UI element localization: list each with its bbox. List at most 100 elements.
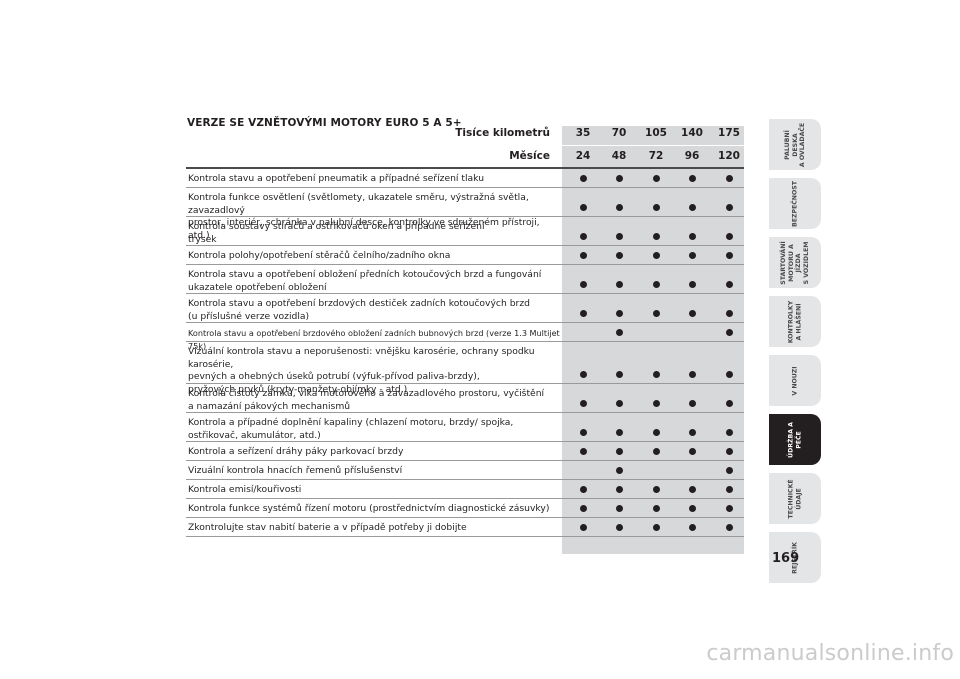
km-header-label: Tisíce kilometrů [455,127,550,139]
check-dot [652,252,660,259]
page-title: VERZE SE VZNĚTOVÝMI MOTORY EURO 5 A 5+ [187,117,462,129]
check-dot [615,400,623,407]
month-interval: 48 [611,150,627,162]
table-row: Kontrola a seřízení dráhy páky parkovací… [186,442,744,461]
header-separator [562,145,744,146]
page-number: 169 [772,551,800,566]
month-interval: 24 [575,150,591,162]
check-dot [725,310,733,317]
chapter-tab-label: ÚDRŽBA A PÉČE [787,421,803,458]
check-dot [579,505,587,512]
table-row: Kontrola čistoty zámků, víka motorového … [186,384,744,413]
chapter-tab[interactable]: REJSTŘÍK [769,532,821,583]
chapter-tab[interactable]: V NOUZI [769,355,821,406]
chapter-tab[interactable]: BEZPEČNOST [769,178,821,229]
check-dot [725,233,733,240]
check-dot [688,252,696,259]
row-description: Kontrola čistoty zámků, víka motorového … [188,388,545,412]
check-dot [725,429,733,436]
check-dot [725,505,733,512]
interval-columns-band [562,126,744,554]
row-description: Kontrola stavu a opotřebení brzdových de… [188,298,530,322]
chapter-tab-label: V NOUZI [791,365,799,396]
chapter-tab[interactable]: PALUBNÍ DESKA A OVLADAČE [769,119,821,170]
km-interval: 35 [575,127,591,139]
check-dot [579,252,587,259]
check-dot [615,204,623,211]
check-dot [652,400,660,407]
check-dot [652,175,660,182]
check-dot [688,524,696,531]
table-row: Vizuální kontrola stavu a neporušenosti:… [186,342,744,395]
check-dot [579,233,587,240]
check-dot [652,310,660,317]
chapter-tab-label: TECHNICKÉ ÚDAJE [787,478,803,519]
chapter-tab[interactable]: KONTROLKY A HLÁŠENÍ [769,296,821,347]
table-row: Kontrola a případné doplnění kapaliny (c… [186,413,744,442]
check-dot [688,429,696,436]
chapter-tab[interactable]: STARTOVÁNÍ MOTORU A JÍZDA S VOZIDLEM [769,237,821,288]
check-dot [725,252,733,259]
check-dot [579,281,587,288]
check-dot [725,486,733,493]
watermark: carmanualsonline.info [706,641,954,666]
header-rule [186,167,744,169]
month-interval: 120 [718,150,740,162]
check-dot [579,448,587,455]
chapter-tab-label: BEZPEČNOST [791,180,799,227]
check-dot [725,448,733,455]
check-dot [652,448,660,455]
row-description: Kontrola stavu a opotřebení obložení pře… [188,269,542,293]
table-row: Kontrola emisí/kouřivosti [186,480,744,499]
row-description: Kontrola emisí/kouřivosti [188,484,302,495]
km-interval: 140 [681,127,703,139]
check-dot [688,310,696,317]
check-dot [652,486,660,493]
check-dot [725,400,733,407]
check-dot [615,281,623,288]
check-dot [688,281,696,288]
table-row: Kontrola funkce osvětlení (světlomety, u… [186,188,744,241]
km-interval: 105 [645,127,667,139]
check-dot [652,505,660,512]
check-dot [652,371,660,378]
check-dot [652,524,660,531]
km-interval: 175 [718,127,740,139]
check-dot [688,505,696,512]
row-description: Kontrola stavu a opotřebení pneumatik a … [188,173,485,184]
table-row: Kontrola stavu a opotřebení obložení pře… [186,265,744,294]
check-dot [725,371,733,378]
check-dot [615,429,623,436]
check-dot [579,204,587,211]
check-dot [579,486,587,493]
chapter-tab-label: KONTROLKY A HLÁŠENÍ [787,300,803,343]
row-description: Kontrola soustavy stíračů a ostřikovačů … [188,221,485,245]
check-dot [615,448,623,455]
check-dot [725,204,733,211]
chapter-tab[interactable]: ÚDRŽBA A PÉČE [769,414,821,465]
check-dot [652,281,660,288]
chapter-tab[interactable]: TECHNICKÉ ÚDAJE [769,473,821,524]
check-dot [615,233,623,240]
row-description: Kontrola stavu a opotřebení brzdového ob… [188,328,560,351]
check-dot [579,400,587,407]
maintenance-table: Kontrola stavu a opotřebení pneumatik a … [186,169,744,537]
check-dot [615,505,623,512]
check-dot [725,281,733,288]
table-row: Kontrola stavu a opotřebení pneumatik a … [186,169,744,188]
check-dot [688,448,696,455]
check-dot [579,371,587,378]
check-dot [615,252,623,259]
month-interval: 96 [684,150,700,162]
months-header-label: Měsíce [509,150,550,162]
row-description: Vizuální kontrola hnacích řemenů přísluš… [188,465,403,476]
row-description: Kontrola funkce systémů řízení motoru (p… [188,503,550,514]
check-dot [615,310,623,317]
table-row: Vizuální kontrola hnacích řemenů přísluš… [186,461,744,480]
check-dot [688,400,696,407]
row-description: Kontrola funkce osvětlení (světlomety, u… [188,192,540,241]
row-description: Kontrola a seřízení dráhy páky parkovací… [188,446,404,457]
chapter-tab-label: PALUBNÍ DESKA A OVLADAČE [783,122,806,167]
check-dot [579,429,587,436]
check-dot [688,204,696,211]
